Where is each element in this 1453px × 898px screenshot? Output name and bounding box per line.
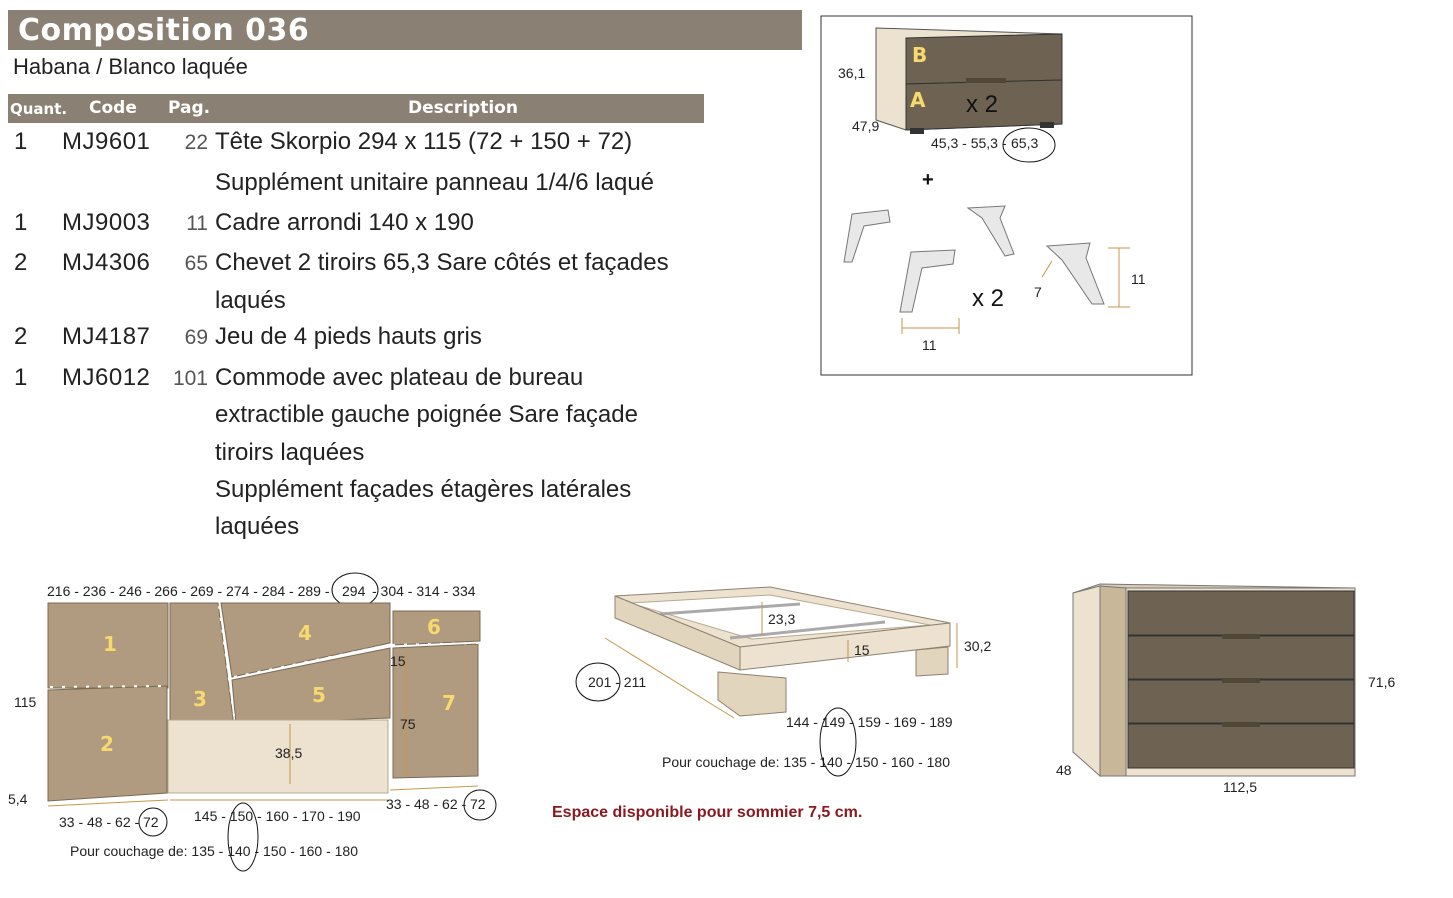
leg-angle: 7 <box>1034 284 1042 300</box>
side-right-selected: 72 <box>470 796 486 812</box>
leg-width: 11 <box>922 337 937 353</box>
panel-1-label: 1 <box>103 632 117 656</box>
side-right-widths: 33 - 48 - 62 - <box>386 796 466 812</box>
headboard-couchage: Pour couchage de: 135 - 140 - 150 - 160 … <box>70 843 358 859</box>
row-page: 11 <box>186 212 208 235</box>
col-description: Description <box>408 98 518 118</box>
nightstand-width-selected: 65,3 <box>1011 135 1038 151</box>
plus-sign: + <box>922 169 934 191</box>
nightstand-widths: 45,3 - 55,3 - <box>931 135 1007 151</box>
dresser-depth: 48 <box>1056 762 1072 778</box>
panel-3-label: 3 <box>193 687 207 711</box>
col-page: Pag. <box>168 98 211 118</box>
row-desc: Supplément façades étagères latérales <box>215 476 632 503</box>
bed-rail-height: 15 <box>854 642 870 658</box>
panel-4-label: 4 <box>298 621 312 645</box>
row-code: MJ9601 <box>62 128 151 155</box>
row-desc: tiroirs laquées <box>215 439 365 466</box>
row-page: 101 <box>172 367 208 390</box>
panel-5-label: 5 <box>312 683 326 707</box>
center-widths: 145 - 150 - 160 - 170 - 190 <box>194 808 361 824</box>
row-desc: Chevet 2 tiroirs 65,3 Sare côtés et faça… <box>215 249 669 276</box>
row-qty: 1 <box>14 364 28 391</box>
row-desc: Supplément unitaire panneau 1/4/6 laqué <box>215 169 655 196</box>
dresser-width: 112,5 <box>1223 779 1257 795</box>
headboard-height: 115 <box>14 694 37 710</box>
side-left-selected: 72 <box>143 814 159 830</box>
bed-length: 201 - 211 <box>588 674 646 690</box>
nightstand-diagram: B A x 2 36,1 47,9 45,3 - 55,3 - 65,3 + x… <box>820 15 1193 376</box>
dresser-height: 71,6 <box>1368 674 1395 690</box>
side-left-widths: 33 - 48 - 62 - <box>59 814 139 830</box>
panel-2-label: 2 <box>100 732 114 756</box>
row-code: MJ6012 <box>62 364 151 391</box>
row-page: 22 <box>184 131 208 154</box>
bed-inner-height: 23,3 <box>768 611 795 627</box>
row-qty: 1 <box>14 128 28 155</box>
row-code: MJ4306 <box>62 249 151 276</box>
panel-7-label: 7 <box>442 691 456 715</box>
headboard-widths: 216 - 236 - 246 - 266 - 269 - 274 - 284 … <box>47 583 330 599</box>
row-qty: 1 <box>14 209 28 236</box>
row-page: 65 <box>184 252 208 275</box>
row-desc: Cadre arrondi 140 x 190 <box>215 209 474 236</box>
drawer-b-label: B <box>912 43 927 67</box>
headboard-diagram: 216 - 236 - 246 - 266 - 269 - 274 - 284 … <box>8 572 497 872</box>
page-title: Composition 036 <box>18 13 310 48</box>
row-desc: laquées <box>215 513 300 540</box>
row-desc: Jeu de 4 pieds hauts gris <box>215 323 482 350</box>
dim-75: 75 <box>400 716 416 732</box>
row-desc: Tête Skorpio 294 x 115 (72 + 150 + 72) <box>215 128 633 155</box>
bed-widths: 144 - 149 - 159 - 169 - 189 <box>786 714 953 730</box>
row-qty: 2 <box>14 323 28 350</box>
bed-total-height: 30,2 <box>964 638 991 654</box>
row-desc: laqués <box>215 287 286 314</box>
row-page: 69 <box>184 326 208 349</box>
row-desc: extractible gauche poignée Sare façade <box>215 401 638 428</box>
col-quant: Quant. <box>10 100 68 118</box>
dim-38-5: 38,5 <box>275 745 302 761</box>
headboard-foot: 5,4 <box>8 791 28 807</box>
row-code: MJ4187 <box>62 323 151 350</box>
leg-height: 11 <box>1131 271 1146 287</box>
col-code: Code <box>89 98 137 118</box>
nightstand-qty: x 2 <box>966 91 998 118</box>
nightstand-depth: 47,9 <box>852 118 879 134</box>
headboard-width-selected: 294 <box>342 583 366 599</box>
drawer-a-label: A <box>910 88 926 112</box>
bed-couchage: Pour couchage de: 135 - 140 - 150 - 160 … <box>662 754 950 770</box>
mattress-space-note: Espace disponible pour sommier 7,5 cm. <box>552 804 863 821</box>
row-qty: 2 <box>14 249 28 276</box>
dresser-diagram: 71,6 48 112,5 <box>1056 583 1395 795</box>
headboard-widths-end: - 304 - 314 - 334 <box>372 583 476 599</box>
title-bar: Composition 036 <box>8 10 802 50</box>
finish-subtitle: Habana / Blanco laquée <box>13 54 248 79</box>
row-code: MJ9003 <box>62 209 151 236</box>
dim-15: 15 <box>390 653 406 669</box>
bedframe-diagram: 23,3 15 30,2 201 - 211 144 - 149 - 159 -… <box>575 586 991 777</box>
row-desc: Commode avec plateau de bureau <box>215 364 584 391</box>
table-header: Quant. Code Pag. Description <box>8 94 704 123</box>
nightstand-height: 36,1 <box>838 65 865 81</box>
panel-6-label: 6 <box>427 615 441 639</box>
legs-qty: x 2 <box>972 285 1004 312</box>
